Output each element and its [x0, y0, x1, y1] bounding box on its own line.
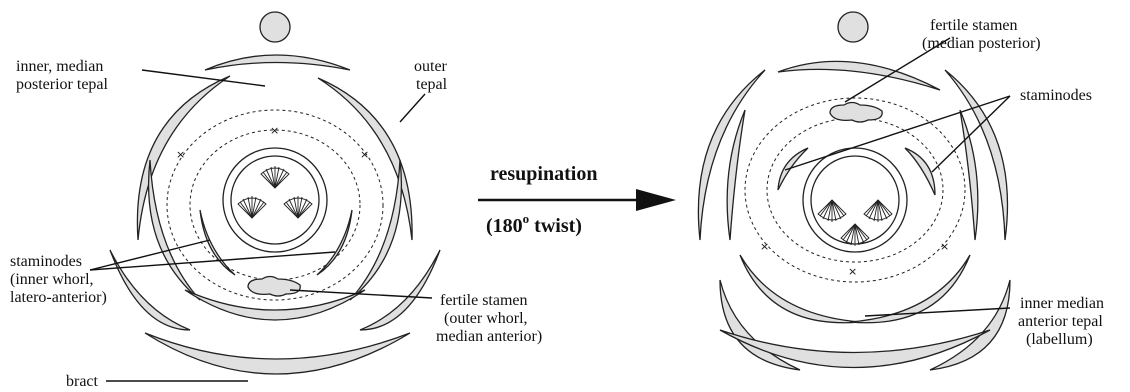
right-labels: fertile stamen (median posterior) stamin…	[784, 17, 1104, 348]
lower-tepal-right	[849, 254, 971, 324]
staminode-left	[199, 209, 236, 276]
outer-tepal-right	[317, 77, 413, 241]
twist-label: (180o twist)	[486, 211, 582, 237]
label-fertile-stamen-r-2: (median posterior)	[922, 35, 1041, 52]
left-labels: inner, median posterior tepal outer tepa…	[10, 58, 542, 390]
leader-line	[844, 37, 951, 103]
lower-tepal	[184, 289, 366, 321]
leader-line	[89, 239, 211, 271]
leader-line	[399, 93, 426, 123]
inner-median-posterior-tepal	[204, 54, 351, 71]
lower-left-tepal	[109, 249, 191, 331]
whorl-marker: ×	[760, 240, 769, 253]
label-fertile-stamen-r-1: fertile stamen	[930, 17, 1018, 34]
labellum	[719, 329, 991, 369]
whorl-marker: ×	[848, 265, 857, 278]
lower-right-tepal	[359, 249, 441, 331]
staminode-right	[316, 209, 353, 276]
bract	[144, 332, 411, 375]
leader-line	[931, 95, 1011, 173]
outer-whorl-guide	[744, 97, 966, 283]
label-staminodes-2: (inner whorl,	[10, 271, 94, 288]
label-inner-median-posterior-2: posterior tepal	[16, 76, 109, 93]
outer-lower-left	[719, 279, 801, 371]
outer-lower-right	[929, 279, 1011, 371]
right-flower: × × ×	[697, 11, 1011, 371]
leader-line	[141, 69, 266, 87]
label-bract: bract	[66, 373, 99, 390]
label-fertile-stamen-2: (outer whorl,	[444, 310, 528, 327]
arrow-head-icon	[636, 189, 676, 211]
axis-circle	[837, 11, 869, 43]
column-inner	[230, 155, 320, 245]
label-staminodes-r: staminodes	[1020, 87, 1092, 104]
inner-tepal-left	[726, 109, 746, 241]
staminode-right	[904, 147, 936, 196]
staminode-left	[777, 147, 809, 191]
tepal-right-lower	[349, 159, 403, 301]
leader-line	[289, 289, 433, 299]
label-staminodes-1: staminodes	[10, 253, 82, 270]
fertile-stamen	[829, 101, 883, 123]
label-labellum-2: anterior tepal	[1018, 313, 1103, 330]
leader-line	[864, 307, 1011, 317]
resupination-arrow: resupination (180o twist)	[478, 163, 676, 237]
label-outer-tepal-1: outer	[414, 58, 448, 75]
twist-superscript: o	[523, 211, 530, 226]
upper-tepal	[777, 60, 941, 91]
whorl-marker: ×	[176, 148, 185, 161]
label-inner-median-posterior-1: inner, median	[16, 58, 103, 75]
whorl-marker: ×	[360, 148, 369, 161]
whorl-marker: ×	[270, 124, 279, 137]
axis-circle	[259, 11, 291, 43]
tepal-left-lower	[147, 159, 201, 301]
label-fertile-stamen-1: fertile stamen	[440, 292, 528, 309]
left-flower: × × ×	[109, 11, 441, 375]
outer-tepal-left	[697, 69, 766, 241]
resupination-title: resupination	[490, 163, 597, 185]
fertile-stamen	[247, 275, 301, 297]
label-labellum-3: (labellum)	[1026, 331, 1093, 348]
inner-tepal-right	[959, 109, 979, 241]
label-labellum-1: inner median	[1020, 295, 1104, 312]
outer-whorl-guide	[166, 109, 384, 301]
inner-whorl-guide	[189, 129, 361, 281]
outer-tepal-right	[944, 69, 1009, 241]
twist-prefix: (180	[486, 215, 523, 237]
leader-line	[784, 95, 1011, 171]
label-fertile-stamen-3: median anterior)	[436, 328, 542, 345]
inner-whorl-guide	[766, 117, 944, 263]
leader-line	[89, 251, 336, 271]
label-staminodes-3: latero-anterior)	[10, 289, 107, 306]
label-outer-tepal-2: tepal	[416, 76, 448, 93]
lower-tepal-left	[739, 254, 861, 324]
twist-suffix: twist)	[529, 215, 582, 237]
outer-tepal-left	[136, 75, 231, 241]
whorl-marker: ×	[940, 240, 949, 253]
